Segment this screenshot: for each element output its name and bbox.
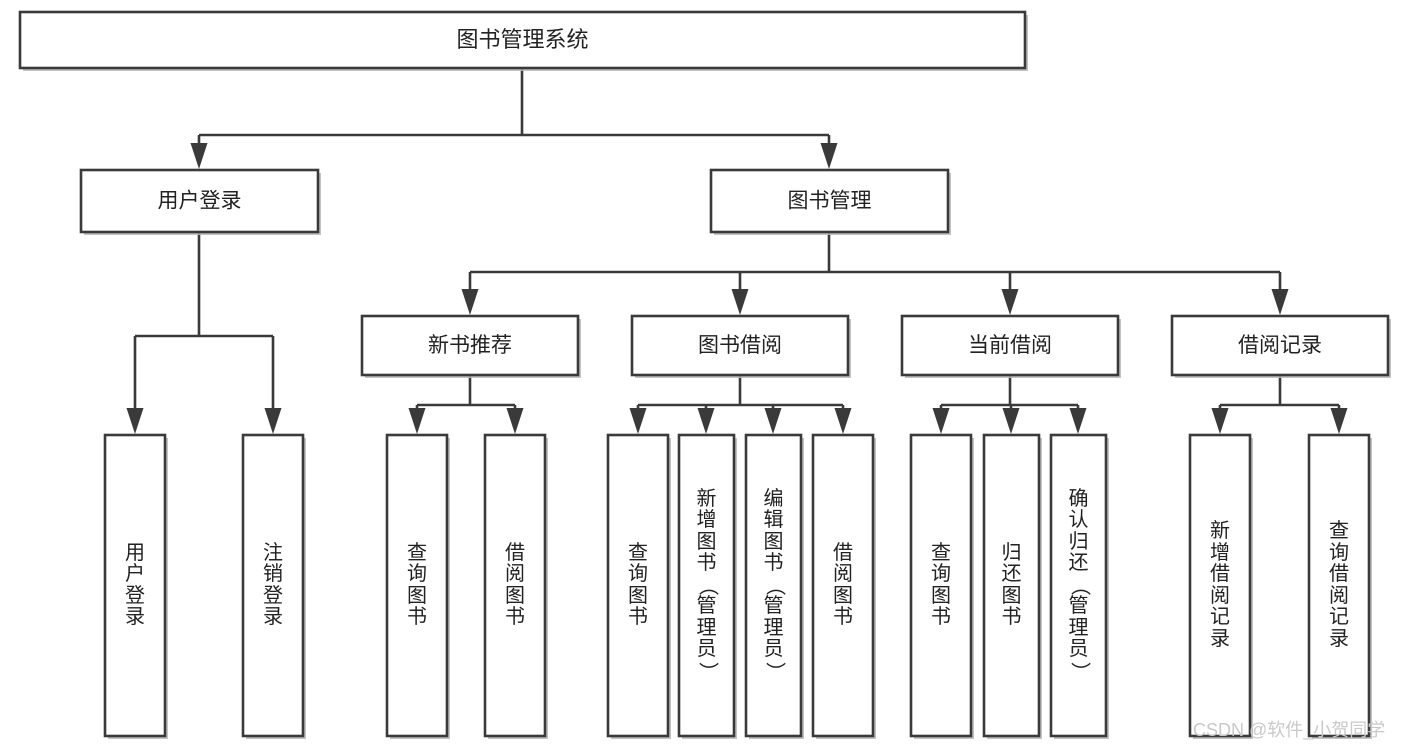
box-outline[interactable] xyxy=(103,433,167,738)
arrow-head-icon xyxy=(264,408,282,434)
connector-group-borrow-record-to-leaves xyxy=(1211,375,1348,434)
box-outline[interactable] xyxy=(811,433,875,738)
box-outline[interactable] xyxy=(18,10,1027,70)
box-outline[interactable] xyxy=(744,433,803,738)
arrow-head-icon xyxy=(190,143,208,169)
node-book-borrow[interactable]: 图书借阅 xyxy=(630,314,851,378)
leaf-node-leaf-add-book[interactable] xyxy=(677,433,737,739)
leaf-node-leaf-user-login[interactable] xyxy=(103,433,168,739)
box-outline[interactable] xyxy=(630,314,850,377)
arrow-head-icon xyxy=(820,143,838,169)
arrow-head-icon xyxy=(1002,408,1020,434)
box-outline[interactable] xyxy=(483,433,547,738)
arrow-head-icon xyxy=(731,289,749,315)
arrow-head-icon xyxy=(1069,408,1087,434)
arrow-head-icon xyxy=(932,408,950,434)
connector-group-user-login-to-leaves xyxy=(126,232,282,434)
leaf-node-leaf-confirm-return[interactable] xyxy=(1049,433,1109,739)
node-current-borrow[interactable]: 当前借阅 xyxy=(900,314,1121,378)
arrow-head-icon xyxy=(629,408,647,434)
node-system-title[interactable]: 图书管理系统 xyxy=(18,10,1028,71)
node-user-login[interactable]: 用户登录 xyxy=(79,168,321,235)
connector-group-current-borrow-to-leaves xyxy=(932,375,1087,434)
node-new-book-recommend[interactable]: 新书推荐 xyxy=(360,314,581,378)
node-borrow-record[interactable]: 借阅记录 xyxy=(1170,314,1391,378)
arrow-head-icon xyxy=(408,408,426,434)
leaf-node-leaf-return-book[interactable] xyxy=(982,433,1042,739)
box-outline[interactable] xyxy=(1049,433,1108,738)
arrow-head-icon xyxy=(764,408,782,434)
arrow-head-icon xyxy=(697,408,715,434)
node-label: 当前借阅 xyxy=(968,334,1052,357)
box-outline[interactable] xyxy=(709,168,950,234)
leaf-node-leaf-borrow-book-1[interactable] xyxy=(483,433,548,739)
leaf-node-leaf-query-book-1[interactable] xyxy=(385,433,450,739)
box-outline[interactable] xyxy=(900,314,1120,377)
box-outline[interactable] xyxy=(1188,433,1252,738)
box-outline[interactable] xyxy=(1170,314,1390,377)
connector-group-book-borrow-to-leaves xyxy=(629,375,852,434)
node-label: 借阅记录 xyxy=(1238,334,1322,357)
leaf-node-leaf-edit-book[interactable] xyxy=(744,433,804,739)
arrow-head-icon xyxy=(1211,408,1229,434)
node-label: 图书借阅 xyxy=(698,334,782,357)
arrow-head-icon xyxy=(834,408,852,434)
box-outline[interactable] xyxy=(79,168,320,234)
arrow-head-icon xyxy=(1330,408,1348,434)
leaf-node-leaf-logout-login[interactable] xyxy=(241,433,306,739)
leaf-node-leaf-query-book-2[interactable] xyxy=(606,433,671,739)
connector-group-book-management-to-level3 xyxy=(461,232,1289,315)
box-outline[interactable] xyxy=(385,433,449,738)
arrow-head-icon xyxy=(1271,289,1289,315)
node-label: 新书推荐 xyxy=(428,334,512,357)
box-outline[interactable] xyxy=(982,433,1041,738)
box-outline[interactable] xyxy=(606,433,670,738)
connector-group-root-to-level2 xyxy=(190,68,838,169)
leaf-node-leaf-add-borrow-record[interactable] xyxy=(1188,433,1253,739)
leaf-node-leaf-query-borrow-record[interactable] xyxy=(1307,433,1372,739)
box-outline[interactable] xyxy=(1307,433,1371,738)
arrow-head-icon xyxy=(1001,289,1019,315)
arrow-head-icon xyxy=(461,289,479,315)
connector-group-new-book-recommend-to-leaves xyxy=(408,375,524,434)
box-outline[interactable] xyxy=(360,314,580,377)
node-book-management[interactable]: 图书管理 xyxy=(709,168,951,235)
box-outline[interactable] xyxy=(241,433,305,738)
box-outline[interactable] xyxy=(909,433,973,738)
arrow-head-icon xyxy=(126,408,144,434)
leaf-node-leaf-query-book-3[interactable] xyxy=(909,433,974,739)
leaf-node-leaf-borrow-book-2[interactable] xyxy=(811,433,876,739)
box-outline[interactable] xyxy=(677,433,736,738)
node-label: 图书管理系统 xyxy=(456,27,588,52)
node-label: 用户登录 xyxy=(158,190,242,213)
arrow-head-icon xyxy=(506,408,524,434)
node-label: 图书管理 xyxy=(788,190,872,213)
